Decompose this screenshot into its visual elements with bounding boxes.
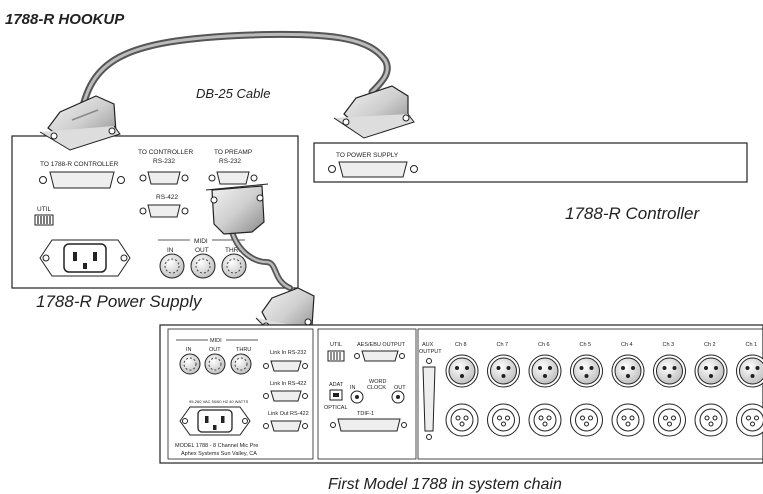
- channel-label: Ch 1: [746, 342, 758, 348]
- clock-label: CLOCK: [367, 385, 386, 391]
- aux-label: AUX: [422, 342, 434, 348]
- channel-label: Ch 2: [704, 342, 716, 348]
- model-label: MODEL 1788 - 8 Channel Mic Pre: [175, 443, 258, 449]
- tdif-port[interactable]: [331, 419, 407, 431]
- channel-label: Ch 3: [663, 342, 675, 348]
- rs232-label-b: RS-232: [219, 158, 241, 165]
- m-midi-in-label: IN: [186, 347, 192, 353]
- aux-output-label: OUTPUT: [419, 349, 442, 355]
- m-midi-in-port[interactable]: [180, 354, 200, 374]
- xlr-input-port[interactable]: [488, 355, 520, 387]
- wc-in-label: IN: [350, 385, 356, 391]
- xlr-output-port[interactable]: [488, 404, 520, 436]
- link-in-rs232-label: Link In RS-232: [270, 350, 306, 356]
- xlr-input-port[interactable]: [612, 355, 644, 387]
- to-controller-db25-label: TO 1788-R CONTROLLER: [40, 161, 119, 168]
- midi-out-port[interactable]: [191, 254, 215, 278]
- controller-caption: 1788-R Controller: [565, 204, 701, 223]
- util-label: UTIL: [37, 206, 51, 213]
- xlr-input-port[interactable]: [695, 355, 727, 387]
- power-supply-caption: 1788-R Power Supply: [36, 292, 203, 311]
- diagram-title: 1788-R HOOKUP: [5, 11, 125, 28]
- xlr-output-port[interactable]: [529, 404, 561, 436]
- xlr-input-port[interactable]: [529, 355, 561, 387]
- adat-label: ADAT: [329, 382, 344, 388]
- aux-output-port[interactable]: [423, 359, 435, 440]
- m-midi-thru-label: THRU: [236, 347, 251, 353]
- m-util-label: UTIL: [330, 342, 342, 348]
- aes-output-label: AES/EBU OUTPUT: [357, 342, 406, 348]
- m-midi-thru-port[interactable]: [231, 354, 251, 374]
- channel-label: Ch 6: [538, 342, 550, 348]
- wc-out-label: OUT: [394, 385, 406, 391]
- word-clock-out-port[interactable]: [392, 391, 404, 403]
- channel-label: Ch 7: [497, 342, 509, 348]
- ac-power-inlet[interactable]: [40, 240, 130, 276]
- m-midi-label: MIDI: [210, 338, 222, 344]
- m-midi-out-port[interactable]: [205, 354, 225, 374]
- db25-cable: [80, 34, 387, 120]
- midi-label: MIDI: [194, 238, 208, 245]
- xlr-input-port[interactable]: [571, 355, 603, 387]
- tdif-label: TDIF-1: [357, 411, 374, 417]
- power-rating-label: 95-260 VAC 50/60 HZ 40 WATTS: [189, 399, 249, 404]
- link-in-rs422-label: Link In RS-422: [270, 381, 306, 387]
- m-midi-out-label: OUT: [209, 347, 221, 353]
- channel-label: Ch 5: [580, 342, 592, 348]
- midi-out-label: OUT: [195, 247, 209, 254]
- to-power-supply-label: TO POWER SUPPLY: [336, 152, 399, 159]
- xlr-output-port[interactable]: [654, 404, 686, 436]
- xlr-output-port[interactable]: [695, 404, 727, 436]
- channel-label: Ch 8: [455, 342, 467, 348]
- optical-label: OPTICAL: [324, 405, 348, 411]
- rs232-label-a: RS-232: [153, 158, 175, 165]
- company-label: Aphex Systems Sun Valley, CA: [181, 451, 257, 457]
- cable-label: DB-25 Cable: [196, 86, 270, 101]
- db25-plug-controller: [334, 86, 414, 138]
- xlr-input-port[interactable]: [654, 355, 686, 387]
- channel-label: Ch 4: [621, 342, 633, 348]
- xlr-output-port[interactable]: [446, 404, 478, 436]
- midi-thru-port[interactable]: [222, 254, 246, 278]
- link-out-rs422-label: Link Out RS-422: [268, 411, 309, 417]
- to-controller-header: TO CONTROLLER: [138, 149, 193, 156]
- m-ac-power-inlet[interactable]: [180, 407, 250, 435]
- rs422-label: RS-422: [156, 194, 178, 201]
- xlr-output-port[interactable]: [571, 404, 603, 436]
- m-util-dip-switch[interactable]: [328, 351, 344, 361]
- xlr-output-port[interactable]: [612, 404, 644, 436]
- midi-in-label: IN: [167, 247, 174, 254]
- xlr-input-port[interactable]: [737, 355, 763, 387]
- word-clock-in-port[interactable]: [351, 391, 363, 403]
- to-preamp-header: TO PREAMP: [214, 149, 252, 156]
- xlr-input-port[interactable]: [446, 355, 478, 387]
- midi-in-port[interactable]: [160, 254, 184, 278]
- xlr-output-port[interactable]: [737, 404, 763, 436]
- model-1788-caption: First Model 1788 in system chain: [328, 476, 562, 493]
